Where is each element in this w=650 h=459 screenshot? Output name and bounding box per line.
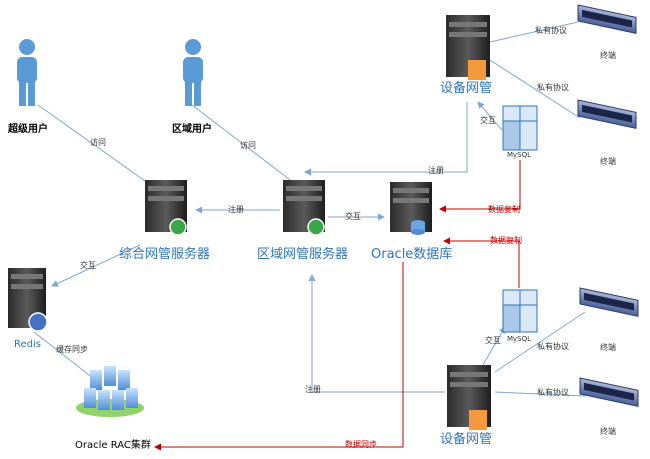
edge-redis-cache-sync — [33, 331, 99, 383]
edge-private-protocol-4 — [494, 391, 586, 397]
region-server-label: 区域网管服务器 — [257, 247, 349, 262]
terminal-label-2: 终端 — [600, 157, 616, 166]
device-mgr-bottom-server-icon — [447, 365, 491, 430]
mysql-top-label: MySQL — [507, 151, 532, 159]
region-user-person-icon — [183, 39, 203, 106]
region-server-icon — [283, 180, 325, 236]
edge-mysql-bottom-replication — [443, 237, 520, 288]
mysql-bottom-icon — [502, 289, 538, 333]
oracle-rac-cluster-icon — [76, 366, 144, 417]
edge-label-interact-oracle: 交互 — [345, 212, 361, 221]
edge-label-access-super: 访问 — [90, 138, 106, 147]
edge-label-register-bottom: 注册 — [305, 385, 321, 394]
edge-oracle-rac-sync — [154, 262, 404, 451]
mysql-top-icon — [502, 105, 538, 151]
edge-private-protocol-1 — [489, 21, 579, 43]
oracle-db-server-icon — [390, 182, 432, 235]
super-user-label: 超级用户 — [8, 124, 48, 135]
blue-connections — [33, 21, 586, 397]
edge-label-interact-redis: 交互 — [80, 261, 96, 270]
edge-mysql-bottom-interact — [479, 326, 506, 371]
edge-label-replication-top: 数据复制 — [488, 205, 520, 214]
edge-label-cache-sync: 缓存同步 — [56, 345, 88, 354]
edge-label-register-central: 注册 — [228, 205, 244, 214]
edge-label-register-top: 注册 — [428, 166, 444, 175]
redis-label: Redis — [14, 339, 41, 350]
edge-mysql-top-replication — [439, 160, 521, 213]
edge-label-interact-mysql-top: 交互 — [480, 116, 496, 125]
edge-label-private-1: 私有协议 — [535, 26, 567, 35]
oracle-rac-label: Oracle RAC集群 — [75, 440, 151, 451]
edge-top-device-register — [304, 102, 468, 176]
edge-central-redis-interact — [51, 244, 141, 287]
terminal-label-1: 终端 — [600, 51, 616, 60]
central-server-icon — [145, 180, 187, 236]
terminal-label-3: 终端 — [600, 343, 616, 352]
edge-mysql-top-interact — [477, 101, 503, 131]
edge-private-protocol-2 — [489, 59, 581, 119]
edge-label-interact-mysql-bottom: 交互 — [485, 336, 501, 345]
terminal-switch-icons — [577, 4, 639, 407]
device-mgr-bottom-label: 设备网管 — [440, 432, 493, 447]
edge-super-user-access — [37, 104, 156, 189]
edge-label-replication-bottom: 数据复制 — [490, 236, 522, 245]
edge-label-data-sync: 数据同步 — [345, 440, 377, 449]
edge-label-private-2: 私有协议 — [537, 83, 569, 92]
super-user-person-icon — [17, 39, 37, 106]
device-mgr-top-server-icon — [446, 15, 490, 80]
device-mgr-top-label: 设备网管 — [440, 81, 493, 96]
edge-region-user-access — [191, 104, 299, 187]
edge-label-access-region: 访问 — [240, 141, 256, 150]
edge-private-protocol-3 — [494, 311, 586, 373]
region-user-label: 区域用户 — [172, 124, 212, 135]
red-connections — [154, 160, 521, 451]
edge-label-private-3: 私有协议 — [537, 342, 569, 351]
terminal-label-4: 终端 — [600, 427, 616, 436]
mysql-bottom-label: MySQL — [507, 335, 532, 343]
edge-label-private-4: 私有协议 — [537, 388, 569, 397]
redis-server-icon — [8, 268, 48, 332]
oracle-db-label: Oracle数据库 — [371, 247, 453, 262]
central-server-label: 综合网管服务器 — [119, 247, 211, 262]
edge-bottom-device-register — [308, 274, 445, 393]
